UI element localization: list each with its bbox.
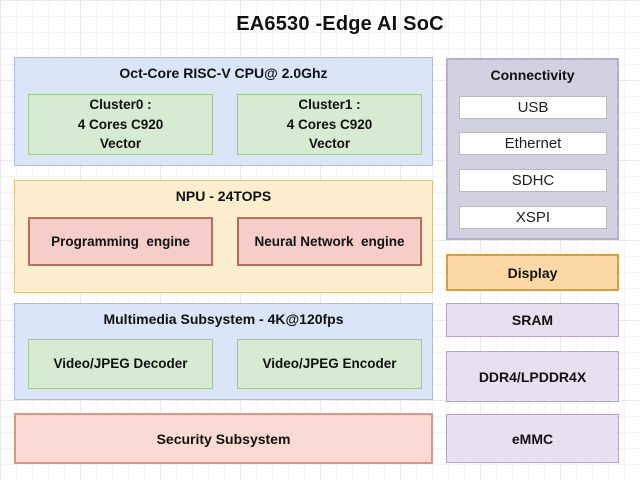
security-block-label: Security Subsystem: [156, 430, 291, 447]
usb-label: USB: [517, 98, 549, 116]
xspi-label: XSPI: [515, 208, 551, 226]
ethernet-label: Ethernet: [504, 134, 562, 152]
npu-block: NPU - 24TOPS Programming engine Neural N…: [14, 180, 433, 293]
video-decoder-box: Video/JPEG Decoder: [28, 339, 213, 389]
security-block: Security Subsystem: [14, 413, 433, 464]
cpu-block: Oct-Core RISC-V CPU@ 2.0Ghz Cluster0 : 4…: [14, 57, 433, 166]
npu-neural-network-engine-box: Neural Network engine: [237, 217, 422, 266]
cpu-block-title: Oct-Core RISC-V CPU@ 2.0Ghz: [119, 65, 328, 81]
sram-block: SRAM: [446, 303, 619, 337]
connectivity-item-xspi: XSPI: [459, 206, 607, 229]
page-title: EA6530 -Edge AI SoC: [236, 13, 444, 35]
video-encoder-label: Video/JPEG Encoder: [262, 356, 397, 372]
connectivity-item-usb: USB: [459, 96, 607, 119]
display-label: Display: [507, 264, 558, 281]
connectivity-item-ethernet: Ethernet: [459, 132, 607, 155]
npu-block-title: NPU - 24TOPS: [175, 188, 272, 204]
cpu-cluster1-box: Cluster1 : 4 Cores C920 Vector: [237, 94, 422, 155]
emmc-label: eMMC: [511, 430, 554, 447]
connectivity-block: Connectivity USB Ethernet SDHC XSPI: [446, 58, 619, 240]
npu-programming-engine-label: Programming engine: [51, 233, 190, 249]
ddr-block: DDR4/LPDDR4X: [446, 351, 619, 402]
sram-label: SRAM: [511, 312, 554, 328]
connectivity-item-sdhc: SDHC: [459, 169, 607, 192]
video-decoder-label: Video/JPEG Decoder: [53, 356, 188, 372]
emmc-block: eMMC: [446, 414, 619, 463]
cpu-cluster0-box: Cluster0 : 4 Cores C920 Vector: [28, 94, 213, 155]
ddr-label: DDR4/LPDDR4X: [478, 368, 587, 385]
cpu-cluster0-label: Cluster0 : 4 Cores C920 Vector: [77, 97, 164, 152]
video-encoder-box: Video/JPEG Encoder: [237, 339, 422, 389]
connectivity-block-title: Connectivity: [490, 67, 575, 83]
display-block: Display: [446, 254, 619, 291]
npu-programming-engine-box: Programming engine: [28, 217, 213, 266]
sdhc-label: SDHC: [511, 171, 555, 189]
multimedia-block: Multimedia Subsystem - 4K@120fps Video/J…: [14, 303, 433, 400]
npu-neural-network-engine-label: Neural Network engine: [254, 233, 405, 249]
multimedia-block-title: Multimedia Subsystem - 4K@120fps: [103, 311, 344, 327]
cpu-cluster1-label: Cluster1 : 4 Cores C920 Vector: [286, 97, 373, 152]
